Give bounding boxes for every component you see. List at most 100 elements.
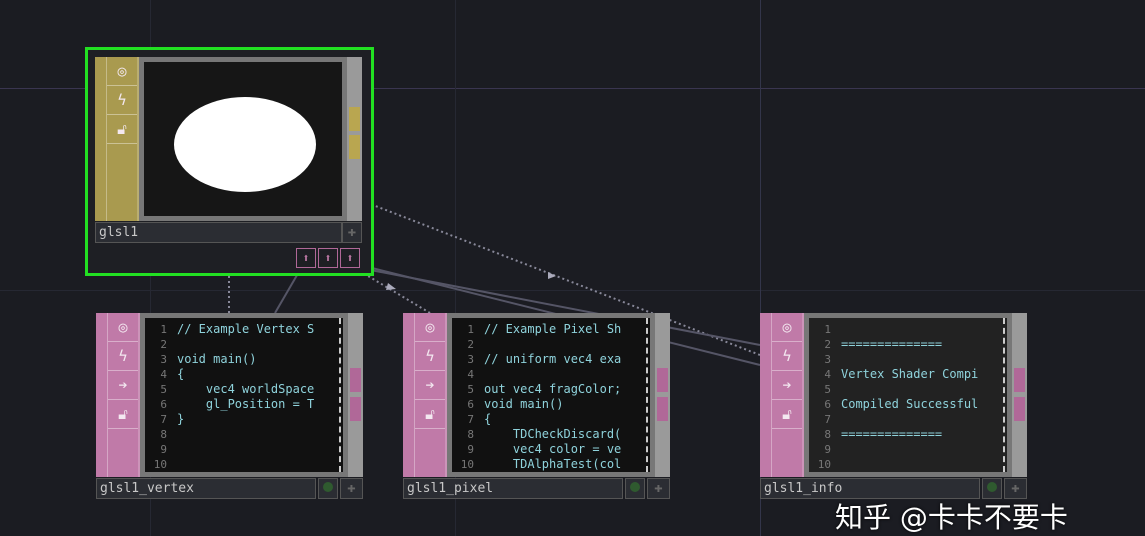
line-number: 7 xyxy=(160,413,167,426)
line-number: 5 xyxy=(467,383,474,396)
code-line: 7{ xyxy=(452,412,621,427)
side-strip xyxy=(347,57,362,221)
viewer-icon[interactable]: ◎ xyxy=(108,313,138,342)
line-number: 3 xyxy=(824,353,831,366)
code-text: void main() xyxy=(484,397,564,411)
code-text: gl_Position = T xyxy=(177,397,315,411)
code-line: 3 xyxy=(809,352,978,367)
up-arrow-icon[interactable]: ⬆ xyxy=(296,248,316,268)
plus-icon[interactable]: ✚ xyxy=(340,478,363,499)
line-number: 4 xyxy=(467,368,474,381)
line-number: 4 xyxy=(160,368,167,381)
code-line: 6 void main() xyxy=(452,397,621,412)
code-text: // uniform vec4 exa xyxy=(484,352,622,366)
code-line: 6 Compiled Successful xyxy=(809,397,978,412)
code-line: 9 vec4 color = ve xyxy=(452,442,621,457)
viewer-toggle-icon[interactable] xyxy=(625,478,645,499)
grid-line xyxy=(0,88,1145,89)
viewer xyxy=(139,57,347,221)
plus-icon[interactable]: ✚ xyxy=(1004,478,1027,499)
code-text: TDCheckDiscard( xyxy=(484,427,622,441)
side-strip xyxy=(655,313,670,477)
glsl1-top[interactable]: ◎ ϟ 🔓︎ glsl1 ✚ xyxy=(95,57,362,243)
code-line: 8============== xyxy=(809,427,978,442)
arrow-right-icon[interactable]: ➔ xyxy=(772,371,802,400)
up-arrow-icon[interactable]: ⬆ xyxy=(318,248,338,268)
code-line: 8 TDCheckDiscard( xyxy=(452,427,621,442)
code-line: 2 xyxy=(145,337,314,352)
side-strip xyxy=(348,313,363,477)
arrow-right-icon[interactable]: ➔ xyxy=(108,371,138,400)
code-text: vec4 color = ve xyxy=(484,442,622,456)
line-number: 3 xyxy=(467,353,474,366)
line-number: 6 xyxy=(160,398,167,411)
code-text: Compiled Successful xyxy=(841,397,979,411)
line-number: 2 xyxy=(467,338,474,351)
watermark: 知乎 @卡卡不要卡 xyxy=(835,501,1068,534)
arrow-right-icon[interactable]: ➔ xyxy=(415,371,445,400)
code-line: 2 ============== xyxy=(809,337,978,352)
viewer-icon[interactable]: ◎ xyxy=(772,313,802,342)
code-text: out vec4 fragColor; xyxy=(484,382,622,396)
node-rail: ◎ ϟ 🔓︎ xyxy=(95,57,139,221)
code-line: 9 xyxy=(809,442,978,457)
wire xyxy=(274,269,301,314)
code-line: 2 xyxy=(452,337,621,352)
line-number: 9 xyxy=(160,443,167,456)
viewer-icon[interactable]: ◎ xyxy=(107,57,137,86)
bypass-icon[interactable]: ϟ xyxy=(108,342,138,371)
wire-pixel xyxy=(357,269,431,314)
node-name[interactable]: glsl1_info xyxy=(760,478,980,499)
code-line: 7 xyxy=(809,412,978,427)
glsl1-node-selected[interactable]: ◎ ϟ 🔓︎ glsl1 ✚ ⬆ ⬆ ⬆ xyxy=(85,47,374,276)
line-number: 10 xyxy=(460,458,474,471)
code-text: TDAlphaTest(col xyxy=(484,457,622,471)
code-text: ============== xyxy=(841,337,943,351)
node-name[interactable]: glsl1_pixel xyxy=(403,478,623,499)
line-number: 7 xyxy=(467,413,474,426)
lock-icon[interactable]: 🔓︎ xyxy=(108,400,138,429)
line-number: 10 xyxy=(153,458,167,471)
wire xyxy=(359,267,761,346)
plus-icon[interactable]: ✚ xyxy=(647,478,670,499)
code-text: // Example Vertex S xyxy=(177,322,315,336)
code-text: ============== xyxy=(841,427,943,441)
line-number: 4 xyxy=(824,368,831,381)
plus-icon[interactable]: ✚ xyxy=(342,222,362,243)
lock-icon[interactable]: 🔓︎ xyxy=(415,400,445,429)
code-line: 5 vec4 worldSpace xyxy=(145,382,314,397)
line-number: 7 xyxy=(824,413,831,426)
bypass-icon[interactable]: ϟ xyxy=(415,342,445,371)
code-line: 6 gl_Position = T xyxy=(145,397,314,412)
code-line: 4{ xyxy=(145,367,314,382)
lock-icon[interactable]: 🔓︎ xyxy=(107,115,137,144)
line-number: 2 xyxy=(160,338,167,351)
bypass-icon[interactable]: ϟ xyxy=(107,86,137,115)
viewer-toggle-icon[interactable] xyxy=(982,478,1002,499)
line-number: 6 xyxy=(467,398,474,411)
line-number: 5 xyxy=(160,383,167,396)
ellipse-preview xyxy=(174,97,316,192)
side-strip xyxy=(1012,313,1027,477)
code-line: 10 xyxy=(809,457,978,472)
viewer-toggle-icon[interactable] xyxy=(318,478,338,499)
bypass-icon[interactable]: ϟ xyxy=(772,342,802,371)
line-number: 6 xyxy=(824,398,831,411)
node-name[interactable]: glsl1 xyxy=(95,222,342,243)
code-text: { xyxy=(484,412,492,426)
wire-arrow xyxy=(386,283,396,290)
node-name[interactable]: glsl1_vertex xyxy=(96,478,316,499)
line-number: 2 xyxy=(824,338,831,351)
grid-line xyxy=(760,0,761,536)
lock-icon[interactable]: 🔓︎ xyxy=(772,400,802,429)
up-arrow-icon[interactable]: ⬆ xyxy=(340,248,360,268)
grid-line xyxy=(455,0,456,536)
viewer-icon[interactable]: ◎ xyxy=(415,313,445,342)
